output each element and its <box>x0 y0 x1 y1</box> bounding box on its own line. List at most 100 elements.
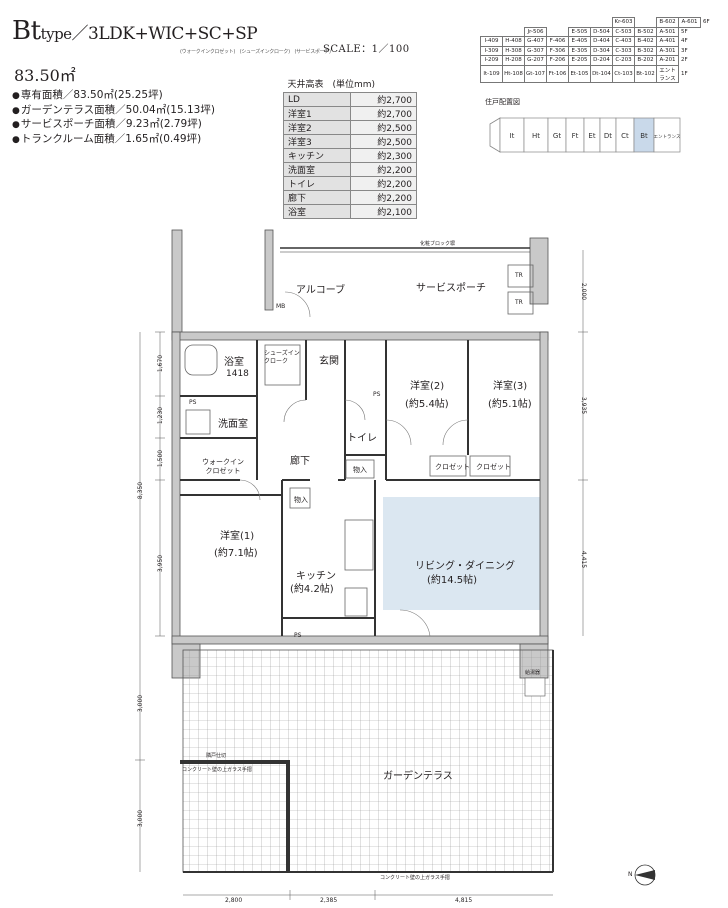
toilet-label: トイレ <box>347 433 377 444</box>
tr-label: TR <box>515 299 523 306</box>
floor-label: 1F <box>681 70 688 77</box>
living-size: (約14.5帖) <box>427 575 478 586</box>
total-area: 83.50㎡ <box>14 66 76 85</box>
type-word: type <box>40 25 72 43</box>
keyplan-unit-label: Dt <box>604 132 612 140</box>
entrance-label: 玄関 <box>319 356 339 367</box>
keyplan-unit-label: Ft <box>572 132 579 140</box>
living-label: リビング・ダイニング <box>415 561 515 572</box>
dimension-label: 1,500 <box>157 449 165 468</box>
ceiling-room: 洗面室 <box>282 162 352 177</box>
scale-label: SCALE：1／100 <box>323 44 410 55</box>
dimension-label: 4,415 <box>580 550 588 569</box>
room3-label: 洋室(3) <box>493 381 528 392</box>
room2-size: (約5.4帖) <box>405 399 449 410</box>
type-code: Bt <box>12 16 41 46</box>
hall-label: 廊下 <box>290 456 310 467</box>
room3-size: (約5.1帖) <box>488 399 532 410</box>
ceiling-room: 浴室 <box>282 204 352 219</box>
area-item: トランクルーム面積／1.65㎡(0.49坪) <box>12 133 215 148</box>
unit-cell: エントランス <box>656 64 679 83</box>
dimension-label: 1,230 <box>157 406 165 425</box>
storage-label: 物入 <box>294 496 308 504</box>
plan-notes: (ウォークインクロゼット) (シューズインクローク) (サービスポーチ) <box>180 49 331 55</box>
room2-label: 洋室(2) <box>410 381 445 392</box>
floor-label: 6F <box>703 19 710 26</box>
ceiling-room: トイレ <box>282 176 352 191</box>
keyplan-unit-label: Et <box>588 132 595 140</box>
garden-terrace-label: ガーデンテラス <box>383 771 453 782</box>
dimension-label: 1,670 <box>157 354 165 373</box>
dimension-label: 3,935 <box>580 396 588 415</box>
dimension-label: 4,815 <box>455 897 473 904</box>
floor-label: 3F <box>681 47 688 54</box>
room1-size: (約7.1帖) <box>214 548 258 559</box>
bath-size: 1418 <box>226 369 249 379</box>
kitchen-label: キッチン <box>296 571 336 582</box>
ceiling-height: 約2,500 <box>350 134 417 149</box>
north-label: N <box>628 871 633 878</box>
ceiling-height: 約2,200 <box>350 176 417 191</box>
dimension-label: 8,350 <box>137 481 145 500</box>
partition-note: 隣戸仕切 <box>206 753 227 759</box>
table-row: 浴室約2,100 <box>282 204 417 219</box>
area-item: 専有面積／83.50㎡(25.25坪) <box>12 89 215 104</box>
ceiling-room: LD <box>282 92 352 107</box>
dimension-label: 2,385 <box>320 897 338 904</box>
keyplan-title: 住戸配置図 <box>485 98 520 106</box>
ceiling-table-title: 天井高表 (単位mm) <box>283 77 417 93</box>
ceiling-room: 洋室1 <box>282 106 352 121</box>
closet-label: クロゼット <box>435 463 470 471</box>
ceiling-room: 洋室2 <box>282 120 352 135</box>
table-row: キッチン約2,300 <box>282 148 417 163</box>
keyplan-unit <box>523 117 549 153</box>
dimension-label: 2,000 <box>580 282 588 301</box>
ceiling-room: 洋室3 <box>282 134 352 149</box>
wic-label: ウォークイン クロゼット <box>202 458 244 475</box>
ceiling-height: 約2,700 <box>350 92 417 107</box>
ceiling-height: 約2,200 <box>350 162 417 177</box>
storage-label: 物入 <box>353 466 367 474</box>
living-highlight <box>383 497 540 610</box>
unit-cell: It-109 <box>480 64 503 83</box>
water-heater-label: 給湯器 <box>525 670 541 676</box>
keyplan-unit-label: Gt <box>553 132 561 140</box>
closet-label: クロゼット <box>476 463 511 471</box>
area-item: ガーデンテラス面積／50.04㎡(15.13坪) <box>12 104 215 119</box>
washroom-label: 洗面室 <box>218 419 248 430</box>
ps-label: PS <box>189 399 197 406</box>
ceiling-height: 約2,100 <box>350 204 417 219</box>
alcove-label: アルコーブ <box>296 285 346 296</box>
glass-rail-note: コンクリート壁の上ガラス手摺 <box>182 767 252 773</box>
dimension-label: 2,800 <box>225 897 243 904</box>
ps-label: PS <box>373 391 381 398</box>
service-porch-label: サービスポーチ <box>416 283 486 294</box>
keyplan-unit-label: It <box>510 132 515 140</box>
tr-label: TR <box>515 272 523 279</box>
floor-label: 2F <box>681 57 688 64</box>
bath-label: 浴室 <box>224 357 244 368</box>
dimension-label: 3,000 <box>137 809 145 828</box>
glass-rail-note: コンクリート壁の上ガラス手摺 <box>380 875 450 881</box>
north-arrow-icon <box>634 864 656 886</box>
unit-cell: A-601 <box>678 17 701 28</box>
floor-label: 5F <box>681 29 688 35</box>
table-row: 洗面室約2,200 <box>282 162 417 177</box>
area-list: 専有面積／83.50㎡(25.25坪) ガーデンテラス面積／50.04㎡(15.… <box>12 89 215 147</box>
keyplan-unit-label: Bt <box>640 132 648 140</box>
area-item: サービスポーチ面積／9.23㎡(2.79坪) <box>12 118 215 133</box>
table-row: トイレ約2,200 <box>282 176 417 191</box>
keyplan-unit-label: Ht <box>532 132 540 140</box>
keyplan-unit <box>653 117 681 153</box>
plan-title: Bttype／3LDK+WIC+SC+SP <box>12 16 258 46</box>
plan-layout: ／3LDK+WIC+SC+SP <box>71 24 258 44</box>
